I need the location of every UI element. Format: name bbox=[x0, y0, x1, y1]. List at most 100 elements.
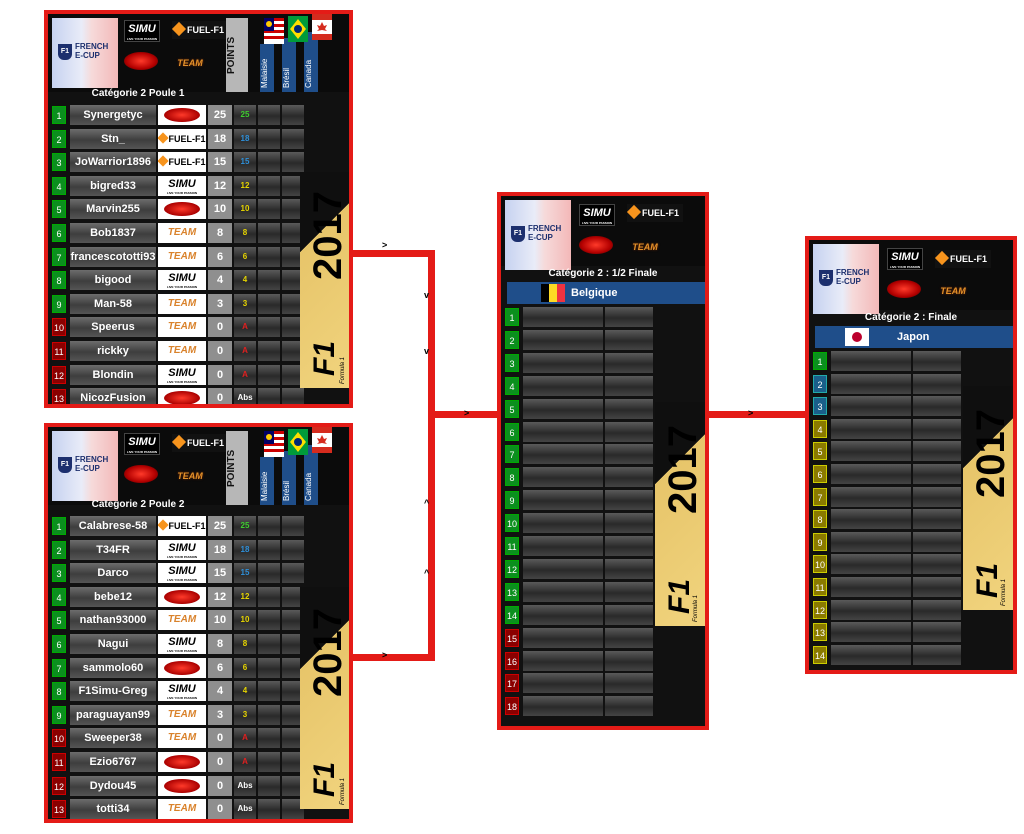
race-result-canada bbox=[282, 563, 304, 584]
gp-belgique-bar: Belgique bbox=[507, 282, 705, 304]
points-slot bbox=[605, 604, 653, 625]
points-value: 25 bbox=[208, 105, 232, 125]
position-badge: 10 bbox=[813, 555, 827, 574]
points-slot bbox=[913, 622, 961, 643]
race-result-bresil bbox=[258, 634, 280, 654]
position-badge: 7 bbox=[52, 247, 66, 266]
position-badge: 9 bbox=[52, 294, 66, 313]
red-team-logo bbox=[124, 52, 158, 70]
driver-name: F1Simu-Greg bbox=[70, 681, 156, 702]
race-result-bresil bbox=[258, 388, 280, 404]
driver-slot bbox=[523, 604, 603, 625]
race-result-canada bbox=[282, 516, 304, 536]
red-team-logo bbox=[124, 465, 158, 483]
grid-row: 4 bbox=[503, 375, 703, 397]
grid-row: 1 bbox=[503, 306, 703, 328]
position-badge: 18 bbox=[505, 697, 519, 716]
points-slot bbox=[913, 599, 961, 620]
grid-row: 16 bbox=[503, 650, 703, 672]
f1-2017-banner: 2017 F1 Formula 1 bbox=[300, 587, 349, 809]
points-slot bbox=[913, 486, 961, 507]
driver-slot bbox=[831, 622, 911, 643]
position-badge: 3 bbox=[52, 153, 66, 172]
driver-slot bbox=[523, 627, 603, 648]
driver-name: T34FR bbox=[70, 539, 156, 560]
malaysia-flag-icon bbox=[264, 431, 284, 457]
points-slot bbox=[605, 375, 653, 396]
driver-name: Bob1837 bbox=[70, 223, 156, 243]
points-slot bbox=[913, 509, 961, 530]
team-logo bbox=[158, 752, 206, 772]
race-result-malaisie: Abs bbox=[234, 775, 256, 796]
points-value: 18 bbox=[208, 539, 232, 560]
grid-row: 6 bbox=[811, 463, 1011, 485]
arrow-down: v bbox=[424, 346, 430, 356]
points-slot bbox=[913, 396, 961, 417]
position-badge: 2 bbox=[52, 540, 66, 559]
position-badge: 5 bbox=[52, 611, 66, 630]
race-result-canada bbox=[282, 223, 304, 243]
team-logo: FUEL-F1 bbox=[158, 152, 206, 173]
race-result-canada bbox=[282, 364, 304, 385]
red-team-logo bbox=[579, 236, 613, 254]
driver-name: Stn_ bbox=[70, 128, 156, 149]
driver-slot bbox=[523, 329, 603, 350]
race-result-malaisie: 6 bbox=[234, 657, 256, 678]
position-badge: 5 bbox=[52, 200, 66, 219]
position-badge: 5 bbox=[505, 399, 519, 418]
position-badge: 1 bbox=[505, 308, 519, 326]
grid-row: 5 bbox=[811, 440, 1011, 462]
position-badge: 6 bbox=[505, 422, 519, 441]
race-result-malaisie: A bbox=[234, 317, 256, 338]
points-value: 3 bbox=[208, 704, 232, 725]
race-result-malaisie: 12 bbox=[234, 175, 256, 196]
race-result-canada bbox=[282, 105, 304, 125]
position-badge: 2 bbox=[52, 129, 66, 148]
position-badge: 3 bbox=[813, 397, 827, 416]
team-logo: TEAM bbox=[158, 610, 206, 631]
driver-slot bbox=[831, 531, 911, 552]
position-badge: 10 bbox=[52, 729, 66, 748]
grid-row: 14 bbox=[811, 644, 1011, 666]
driver-name: Calabrese-58 bbox=[70, 516, 156, 536]
race-result-malaisie: 4 bbox=[234, 270, 256, 291]
race-result-bresil bbox=[258, 175, 280, 196]
points-slot bbox=[605, 536, 653, 556]
race-result-malaisie: A bbox=[234, 728, 256, 749]
position-badge: 7 bbox=[813, 487, 827, 506]
race-header-malaisie: Malaisie bbox=[260, 457, 274, 505]
race-result-malaisie: 15 bbox=[234, 152, 256, 173]
race-result-bresil bbox=[258, 516, 280, 536]
points-slot bbox=[605, 696, 653, 717]
points-value: 4 bbox=[208, 270, 232, 291]
team-logo bbox=[158, 775, 206, 796]
race-result-bresil bbox=[258, 610, 280, 631]
points-value: 0 bbox=[208, 364, 232, 385]
race-result-canada bbox=[282, 799, 304, 819]
grid-row: 14 bbox=[503, 604, 703, 626]
connector-poule1 bbox=[353, 250, 433, 257]
points-header: POINTS bbox=[226, 431, 248, 505]
driver-name: paraguayan99 bbox=[70, 704, 156, 725]
grid-row: 5 bbox=[503, 398, 703, 420]
malaysia-flag-icon bbox=[264, 18, 284, 44]
grid-row: 13 bbox=[811, 621, 1011, 643]
driver-slot bbox=[831, 464, 911, 484]
race-header-malaisie: Malaisie bbox=[260, 44, 274, 92]
